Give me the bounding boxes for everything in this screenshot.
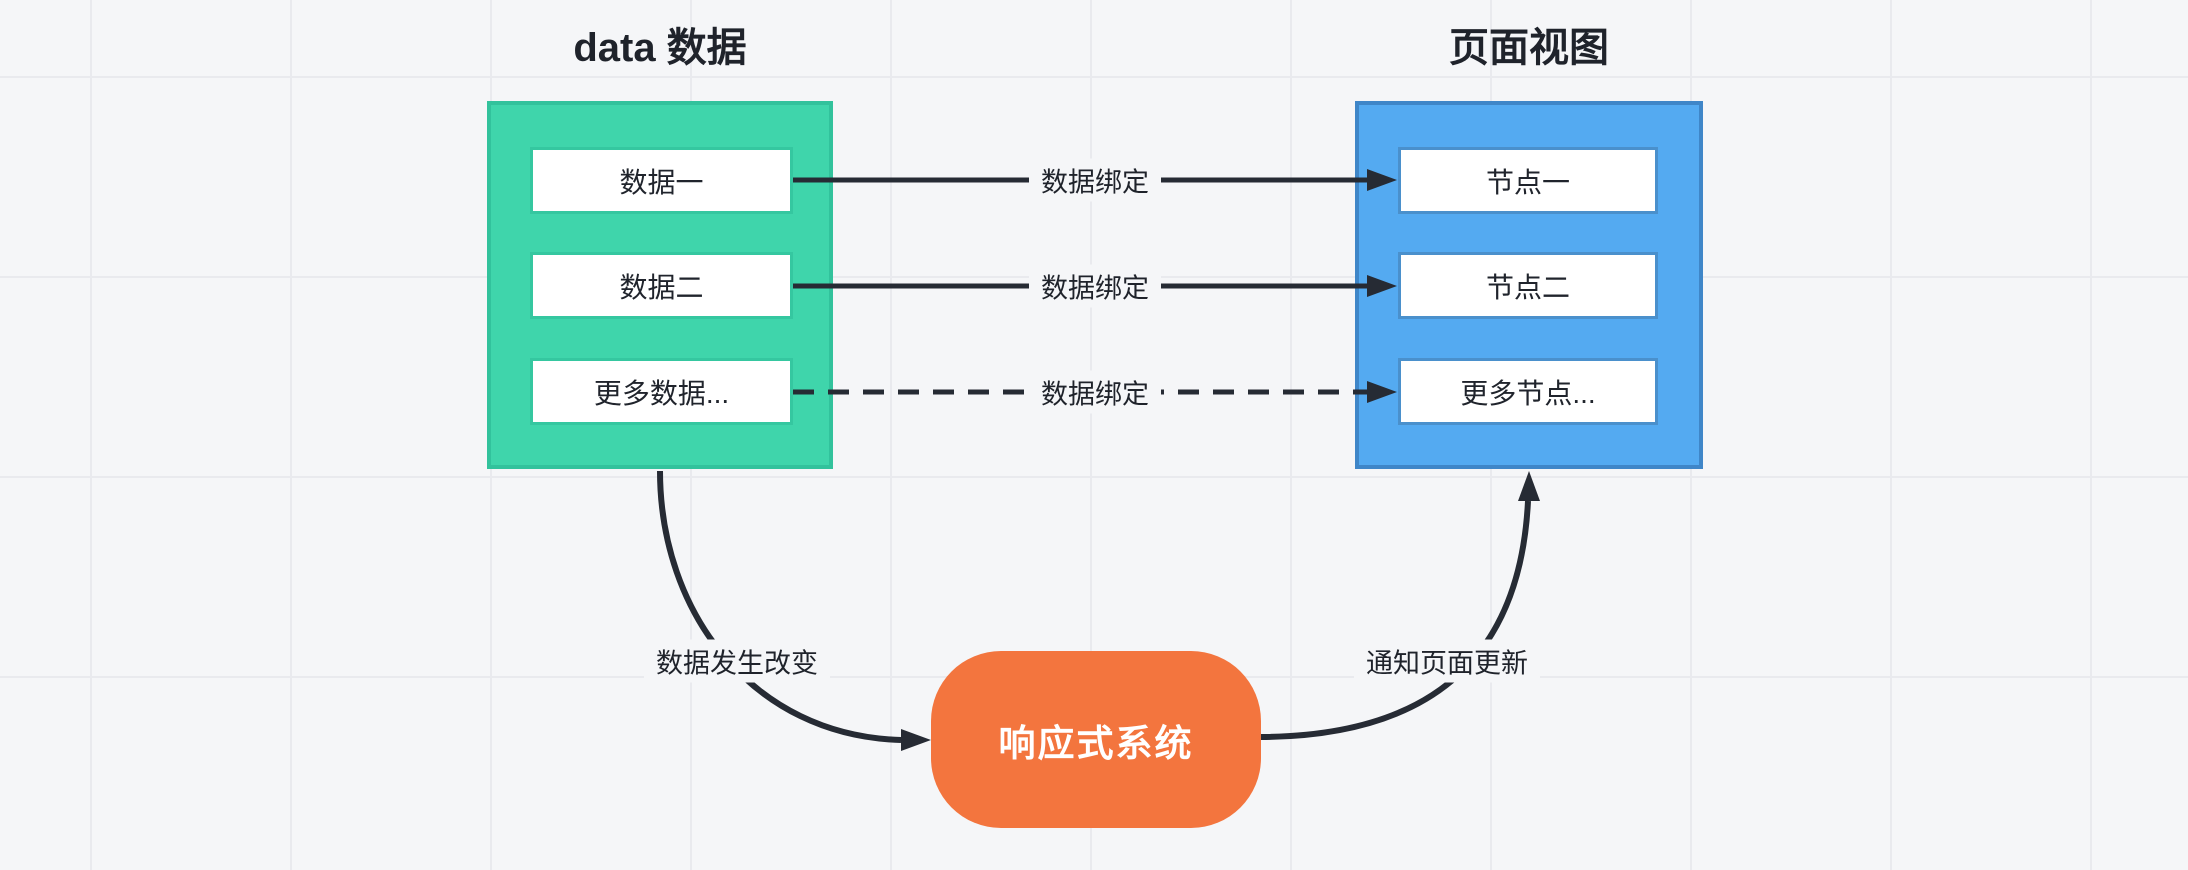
- notify-view-label: 通知页面更新: [1354, 639, 1540, 683]
- data-item-3: 更多数据...: [530, 358, 793, 425]
- data-change-arrowhead-icon: [901, 729, 931, 751]
- binding-label-1: 数据绑定: [1029, 158, 1161, 202]
- binding-label-3: 数据绑定: [1029, 370, 1161, 414]
- data-item-1: 数据一: [530, 147, 793, 214]
- data-changed-label: 数据发生改变: [644, 639, 830, 683]
- data-group-title: data 数据: [573, 26, 747, 70]
- view-group-container: 节点一 节点二 更多节点...: [1355, 101, 1703, 469]
- view-node-1: 节点一: [1398, 147, 1658, 214]
- reactive-system-node: 响应式系统: [931, 651, 1261, 828]
- view-node-3: 更多节点...: [1398, 358, 1658, 425]
- reactive-system-label: 响应式系统: [998, 722, 1194, 764]
- binding-label-2: 数据绑定: [1029, 264, 1161, 308]
- data-item-2: 数据二: [530, 252, 793, 319]
- notify-view-arrowhead-icon: [1518, 471, 1540, 501]
- data-change-curve: [657, 470, 902, 743]
- view-group-title: 页面视图: [1449, 26, 1609, 70]
- view-node-2: 节点二: [1398, 252, 1658, 319]
- notify-view-curve: [1260, 500, 1531, 740]
- data-group-container: 数据一 数据二 更多数据...: [487, 101, 833, 469]
